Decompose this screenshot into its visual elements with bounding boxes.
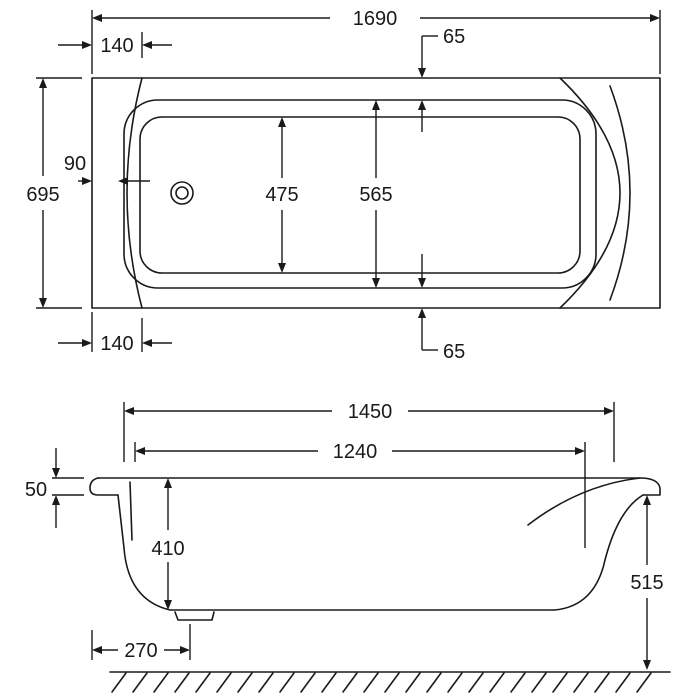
hatch-line xyxy=(258,672,274,693)
label-rim-top: 65 xyxy=(443,26,465,48)
inner-rim xyxy=(123,99,597,289)
label-height: 515 xyxy=(630,572,663,594)
hatch-line xyxy=(342,672,358,693)
dim-depth: 410 xyxy=(151,478,185,610)
side-view: 1450 1240 50 410 xyxy=(25,401,671,693)
dim-end-width-bottom: 140 xyxy=(58,312,172,355)
support-foot xyxy=(174,611,215,621)
label-outer-length: 1450 xyxy=(348,401,393,423)
dim-foot-offset: 270 xyxy=(91,624,191,662)
label-top-inner-width: 565 xyxy=(359,184,392,206)
hatch-line xyxy=(300,672,316,693)
hatch-line xyxy=(195,672,211,693)
dim-rim-thickness: 50 xyxy=(25,448,84,528)
dim-overall-length: 1690 xyxy=(91,8,661,74)
hatch-line xyxy=(321,672,337,693)
dim-rim-bottom: 65 xyxy=(418,254,465,363)
dim-end-width-top: 140 xyxy=(58,32,172,58)
right-panel-curve xyxy=(609,85,631,301)
label-end-width-top: 140 xyxy=(100,35,133,57)
hatch-line xyxy=(153,672,169,693)
label-foot-offset: 270 xyxy=(124,640,157,662)
hatch-line xyxy=(405,672,421,693)
hatch-line xyxy=(573,672,589,693)
dim-side-offset: 90 xyxy=(64,153,150,185)
label-overall-length: 1690 xyxy=(353,8,398,30)
hatch-line xyxy=(174,672,190,693)
label-rim-bottom: 65 xyxy=(443,341,465,363)
hatch-line xyxy=(552,672,568,693)
label-bottom-length: 1240 xyxy=(333,441,378,463)
hatch-line xyxy=(594,672,610,693)
label-bottom-width: 475 xyxy=(265,184,298,206)
dim-height: 515 xyxy=(630,495,664,670)
hatch-line xyxy=(279,672,295,693)
floor-hatch xyxy=(109,671,671,693)
label-side-offset: 90 xyxy=(64,153,86,175)
inner-left-wall xyxy=(129,481,133,541)
dim-bottom-length: 1240 xyxy=(134,441,586,548)
hatch-line xyxy=(510,672,526,693)
rim-profile xyxy=(97,477,661,496)
label-overall-width: 695 xyxy=(26,184,59,206)
dim-top-inner-width: 565 xyxy=(359,100,393,288)
hatch-line xyxy=(132,672,148,693)
hatch-line xyxy=(468,672,484,693)
dim-outer-length: 1450 xyxy=(123,401,615,462)
hatch-line xyxy=(489,672,505,693)
label-rim-thickness: 50 xyxy=(25,479,47,501)
bath-outline xyxy=(91,77,661,309)
hatch-line xyxy=(384,672,400,693)
back-rest-curve xyxy=(527,477,641,526)
left-rim-lip xyxy=(89,477,119,496)
plan-view: 1690 140 65 695 xyxy=(26,8,661,363)
hatch-line xyxy=(237,672,253,693)
hatch-line xyxy=(426,672,442,693)
label-depth: 410 xyxy=(151,538,184,560)
hatch-line xyxy=(615,672,631,693)
label-end-width-bottom: 140 xyxy=(100,333,133,355)
hatch-line xyxy=(636,672,652,693)
hatch-line xyxy=(111,672,127,693)
hatch-line xyxy=(531,672,547,693)
tub-body xyxy=(117,494,644,611)
drain-icon xyxy=(170,181,194,205)
dim-overall-width: 695 xyxy=(26,77,82,309)
basin-bottom xyxy=(139,116,581,274)
hatch-line xyxy=(216,672,232,693)
hatch-line xyxy=(447,672,463,693)
dim-rim-top: 65 xyxy=(418,26,465,132)
dim-bottom-width: 475 xyxy=(265,117,299,273)
hatch-line xyxy=(363,672,379,693)
